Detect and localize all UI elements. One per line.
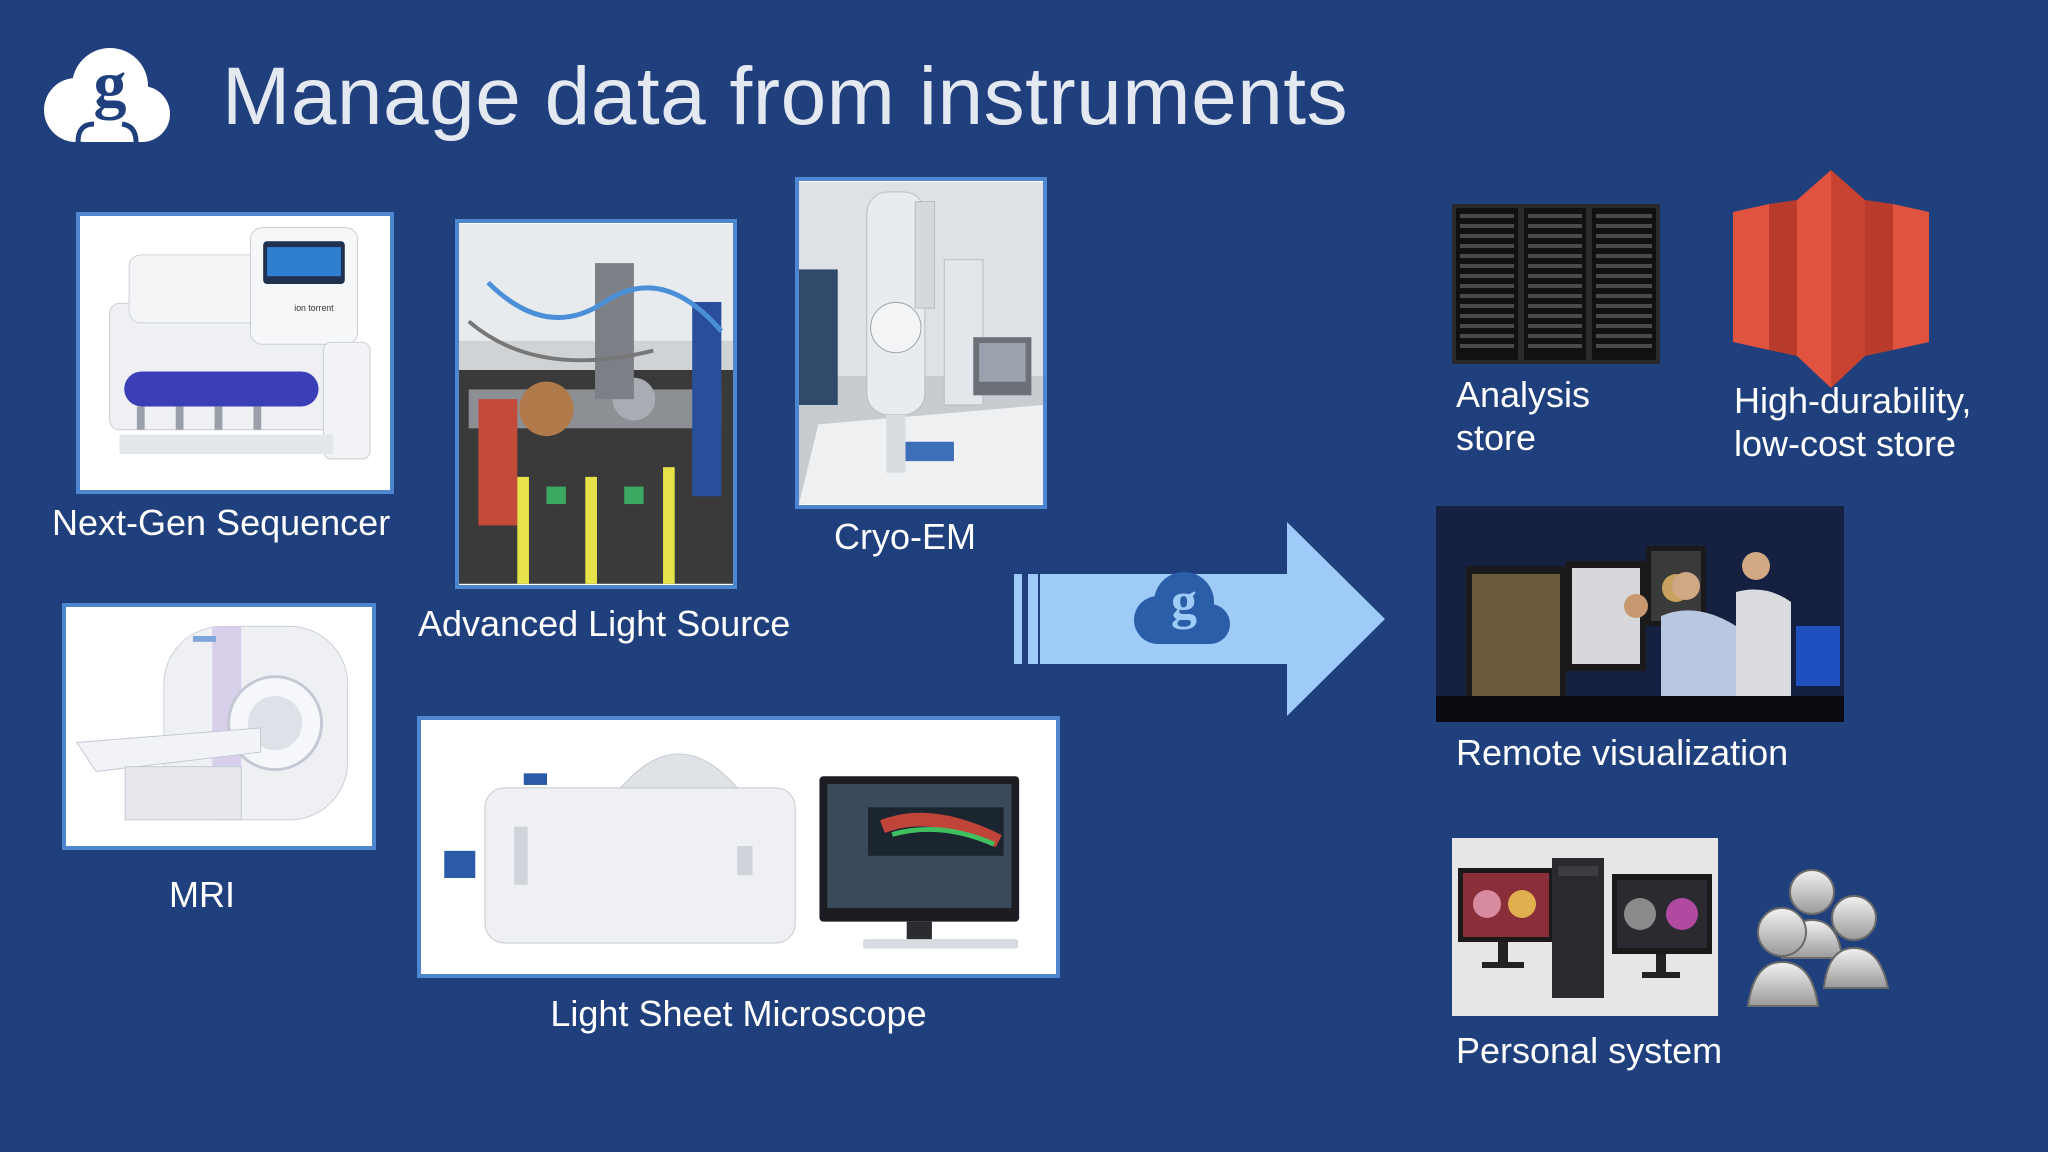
aws-s3-icon bbox=[1733, 170, 1929, 388]
users-group-icon bbox=[1742, 862, 1894, 1008]
remote-visualization-image bbox=[1436, 506, 1844, 722]
light-source-caption: Advanced Light Source bbox=[418, 603, 791, 644]
svg-text:g: g bbox=[1171, 573, 1197, 630]
analysis-store-caption-line1: Analysis bbox=[1456, 374, 1591, 415]
light-sheet-image bbox=[417, 716, 1060, 978]
transfer-arrow-icon: g bbox=[1010, 522, 1385, 716]
sequencer-caption: Next-Gen Sequencer bbox=[52, 502, 391, 543]
globus-logo-icon: g bbox=[1134, 572, 1230, 644]
slide-title: Manage data from instruments bbox=[222, 51, 1349, 142]
durable-store-caption-line1: High-durability, bbox=[1734, 380, 1972, 421]
server-rack-icon bbox=[1452, 204, 1660, 364]
light-sheet-caption: Light Sheet Microscope bbox=[550, 993, 927, 1034]
svg-text:g: g bbox=[94, 48, 127, 121]
globus-logo-icon: g bbox=[38, 44, 174, 148]
light-source-image bbox=[455, 219, 737, 589]
mri-caption: MRI bbox=[169, 874, 235, 915]
svg-text:ion torrent: ion torrent bbox=[294, 303, 334, 313]
cryo-em-image bbox=[795, 177, 1047, 509]
sequencer-image: ion torrent bbox=[76, 212, 394, 494]
personal-workstation-image bbox=[1452, 838, 1718, 1016]
mri-image bbox=[62, 603, 376, 850]
cryo-em-caption: Cryo-EM bbox=[834, 516, 976, 557]
personal-system-caption: Personal system bbox=[1456, 1030, 1723, 1071]
durable-store-caption-line2: low-cost store bbox=[1734, 423, 1957, 464]
analysis-store-caption-line2: store bbox=[1456, 417, 1537, 458]
remote-viz-caption: Remote visualization bbox=[1456, 732, 1789, 773]
